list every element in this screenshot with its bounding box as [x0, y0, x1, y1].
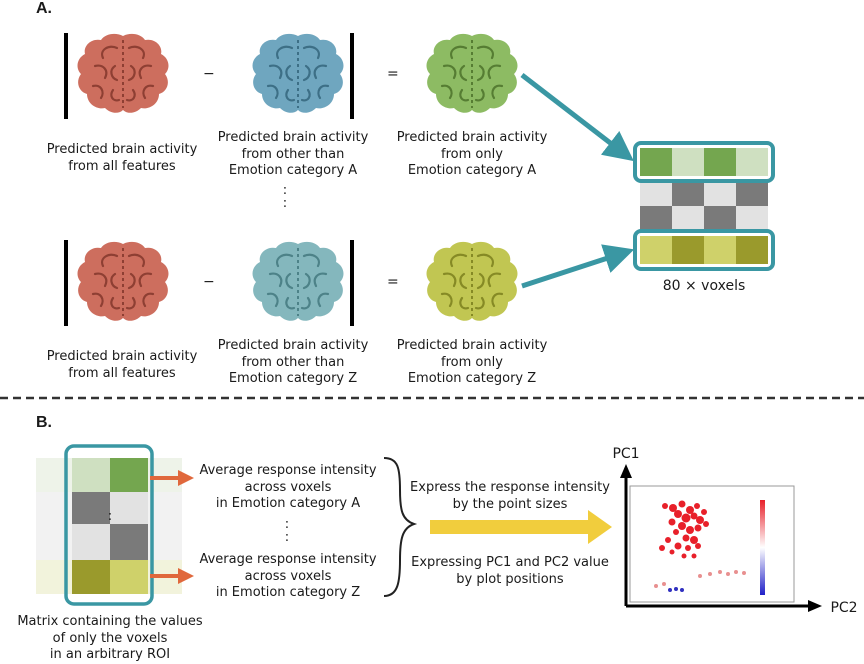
brain-all-features-1 — [77, 33, 169, 113]
equals-operator-2: = — [387, 274, 399, 290]
yellow-arrow — [430, 510, 612, 544]
voxel-matrix-label: 80 × voxels — [662, 278, 746, 294]
abs-bar-left-1 — [64, 33, 68, 119]
express-plot-position: Expressing PC1 and PC2 value by plot pos… — [411, 555, 609, 587]
abs-bar-right-2 — [350, 240, 354, 326]
curly-brace — [383, 457, 418, 597]
pca-plot — [620, 464, 822, 612]
red-point-cluster — [659, 500, 709, 559]
panel-b-heading: B. — [36, 414, 52, 431]
pc2-axis-label: PC2 — [830, 600, 858, 616]
avg-ellipsis: : : — [284, 517, 290, 545]
pc1-axis-label: PC1 — [612, 446, 640, 462]
abs-bar-right-1 — [350, 33, 354, 119]
caption-only-a: Predicted brain activity from only Emoti… — [396, 130, 548, 178]
teal-arrow-a — [520, 73, 634, 162]
colorbar — [760, 500, 765, 595]
roi-matrix: : — [36, 444, 182, 606]
light-point-cluster — [654, 570, 746, 588]
panel-a-heading: A. — [36, 0, 52, 17]
orange-arrow-z — [150, 568, 194, 584]
caption-all-features-2: Predicted brain activity from all featur… — [46, 349, 198, 381]
avg-response-z: Average response intensity across voxels… — [199, 552, 377, 600]
brain-other-than-z — [252, 241, 344, 321]
brain-other-than-a — [252, 33, 344, 113]
blue-point-cluster — [668, 587, 684, 592]
express-point-size: Express the response intensity by the po… — [410, 480, 610, 512]
abs-bar-left-2 — [64, 240, 68, 326]
brain-all-features-2 — [77, 241, 169, 321]
caption-all-features-1: Predicted brain activity from all featur… — [46, 142, 198, 174]
caption-only-z: Predicted brain activity from only Emoti… — [396, 338, 548, 386]
orange-arrow-a — [150, 470, 194, 486]
voxel-matrix — [633, 141, 775, 271]
caption-other-than-z: Predicted brain activity from other than… — [217, 338, 369, 386]
minus-operator-2: − — [203, 274, 215, 290]
brain-only-z — [426, 241, 518, 321]
avg-response-a: Average response intensity across voxels… — [199, 463, 377, 511]
equals-operator-1: = — [387, 66, 399, 82]
svg-text::: : — [108, 509, 112, 524]
minus-operator-1: − — [203, 66, 215, 82]
caption-other-than-a: Predicted brain activity from other than… — [217, 130, 369, 178]
ellipsis-rows: : : — [282, 183, 288, 211]
brain-only-a — [426, 33, 518, 113]
roi-matrix-caption: Matrix containing the values of only the… — [17, 614, 203, 662]
teal-arrow-z — [521, 244, 635, 289]
